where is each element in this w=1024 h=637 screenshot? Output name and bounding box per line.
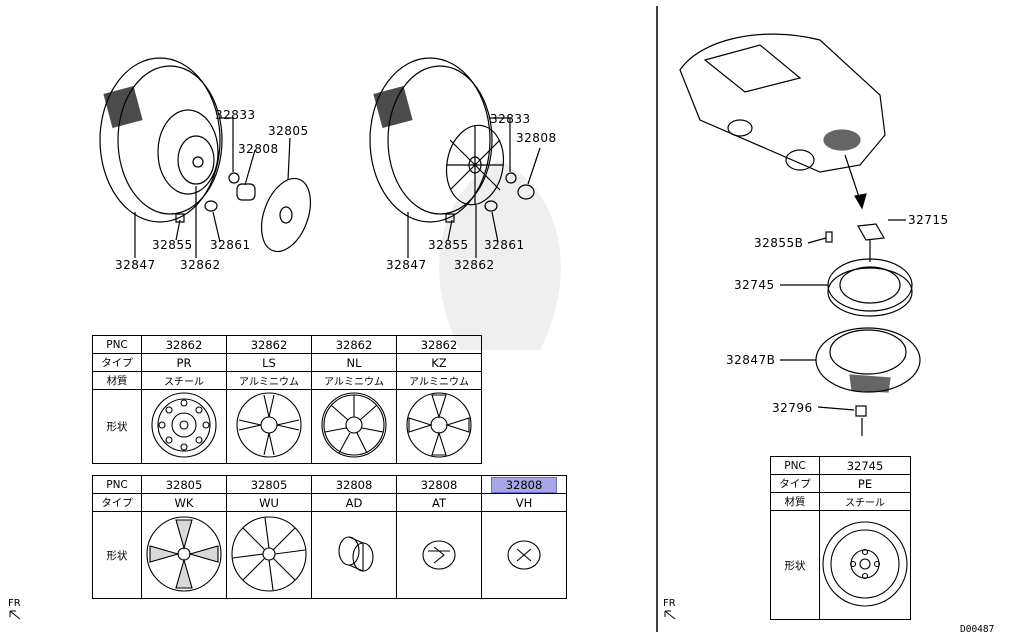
wheel-cover-wk-icon [141,511,227,599]
part-label-32862-alloy[interactable]: 32862 [454,258,495,272]
row-label-material: 材質 [770,492,820,511]
cell-pnc[interactable]: 32808 [396,475,482,494]
row-label-type: タイプ [770,474,820,493]
fr-direction-indicator: FR [663,598,679,626]
fr-label: FR [663,598,676,609]
part-label-32715[interactable]: 32715 [908,213,949,227]
part-label-32808-steel[interactable]: 32808 [238,142,279,156]
cell-pnc[interactable]: 32862 [311,335,397,354]
table-row-material: 材質 スチール [770,492,911,511]
cover-cap-spec-table: PNC 32805 32805 32808 32808 32808 タイプ WK… [92,475,567,599]
cell-material: スチール [819,492,911,511]
cell-type: KZ [396,353,482,372]
table-row-shape: 形状 [92,389,482,464]
steel-wheel-icon [141,389,227,464]
part-label-32855b[interactable]: 32855B [754,236,804,250]
cell-pnc-selected[interactable]: 32808 [481,475,567,494]
row-label-type: タイプ [92,353,142,372]
table-row-shape: 形状 [92,511,567,599]
cell-type: WK [141,493,227,512]
cell-type: VH [481,493,567,512]
cell-pnc[interactable]: 32808 [311,475,397,494]
front-arrow-icon [9,610,21,620]
part-label-32847b[interactable]: 32847B [726,353,776,367]
wheel-cover-wu-icon [226,511,312,599]
row-label-pnc: PNC [92,335,142,354]
table-row-material: 材質 スチール アルミニウム アルミニウム アルミニウム [92,371,482,390]
spare-wheel-icon [819,510,911,620]
cell-pnc[interactable]: 32805 [141,475,227,494]
wheel-spec-table: PNC 32862 32862 32862 32862 タイプ PR LS NL… [92,335,482,464]
spare-wheel-spec-table: PNC 32745 タイプ PE 材質 スチール 形状 [770,456,911,620]
diagram-code: D00487 [960,624,995,635]
cell-type: AT [396,493,482,512]
cell-type: WU [226,493,312,512]
row-label-type: タイプ [92,493,142,512]
fr-direction-indicator: FR [8,598,24,626]
table-row-pnc: PNC 32745 [770,456,911,475]
cell-pnc[interactable]: 32805 [226,475,312,494]
cell-type: PR [141,353,227,372]
alloy-wheel-nl-icon [311,389,397,464]
table-row-type: タイプ PE [770,474,911,493]
part-label-32847-alloy[interactable]: 32847 [386,258,427,272]
table-row-type: タイプ WK WU AD AT VH [92,493,567,512]
cell-pnc[interactable]: 32745 [819,456,911,475]
row-label-shape: 形状 [92,511,142,599]
cell-type: PE [819,474,911,493]
part-label-32745[interactable]: 32745 [734,278,775,292]
part-label-32808-alloy[interactable]: 32808 [516,131,557,145]
center-cap-at-icon [396,511,482,599]
cell-pnc[interactable]: 32862 [141,335,227,354]
part-label-32855-alloy[interactable]: 32855 [428,238,469,252]
row-label-shape: 形状 [770,510,820,620]
cell-material: アルミニウム [226,371,312,390]
part-label-32805-steel[interactable]: 32805 [268,124,309,138]
part-label-32847-steel[interactable]: 32847 [115,258,156,272]
cell-material: アルミニウム [396,371,482,390]
part-label-32862-steel[interactable]: 32862 [180,258,221,272]
cell-type: LS [226,353,312,372]
fr-label: FR [8,598,21,609]
watermark-logo [439,160,561,350]
cell-pnc[interactable]: 32862 [226,335,312,354]
table-row-pnc: PNC 32862 32862 32862 32862 [92,335,482,354]
spare-wheel-drawing [780,219,921,436]
cell-material: スチール [141,371,227,390]
front-arrow-icon [664,610,676,620]
alloy-wheel-kz-icon [396,389,482,464]
alloy-wheel-assembly-drawing [369,57,541,258]
cell-material: アルミニウム [311,371,397,390]
cell-type: AD [311,493,397,512]
selected-pnc-highlight[interactable]: 32808 [490,476,558,493]
part-label-32855-steel[interactable]: 32855 [152,238,193,252]
part-label-32861-steel[interactable]: 32861 [210,238,251,252]
row-label-shape: 形状 [92,389,142,464]
part-label-32796[interactable]: 32796 [772,401,813,415]
table-row-shape: 形状 [770,510,911,620]
cell-type: NL [311,353,397,372]
alloy-wheel-ls-icon [226,389,312,464]
steel-wheel-assembly-drawing [99,57,312,258]
row-label-material: 材質 [92,371,142,390]
table-row-type: タイプ PR LS NL KZ [92,353,482,372]
part-label-32833-alloy[interactable]: 32833 [490,112,531,126]
row-label-pnc: PNC [92,475,142,494]
center-cap-ad-icon [311,511,397,599]
cell-pnc[interactable]: 32862 [396,335,482,354]
row-label-pnc: PNC [770,456,820,475]
center-cap-vh-icon [481,511,567,599]
table-row-pnc: PNC 32805 32805 32808 32808 32808 [92,475,567,494]
part-label-32861-alloy[interactable]: 32861 [484,238,525,252]
car-outline-drawing [679,33,886,210]
part-label-32833-steel[interactable]: 32833 [215,108,256,122]
